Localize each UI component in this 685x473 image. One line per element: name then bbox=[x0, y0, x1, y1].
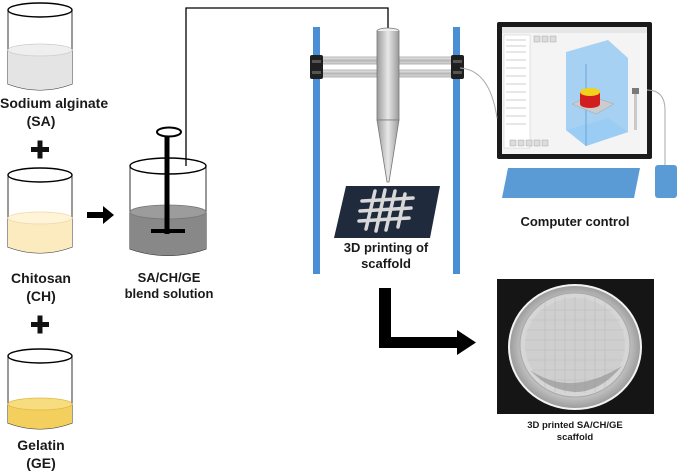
blend-solution-label: SA/CH/GE blend solution bbox=[118, 270, 220, 303]
computer-control-label: Computer control bbox=[505, 214, 645, 230]
chitosan-label: Chitosan (CH) bbox=[0, 270, 82, 305]
sodium-alginate-label: Sodium alginate (SA) bbox=[0, 95, 109, 130]
printer-right-post bbox=[453, 27, 460, 274]
plus-icon bbox=[31, 140, 49, 159]
tower-cable bbox=[646, 89, 666, 165]
print-bed bbox=[334, 186, 440, 238]
printer-cable bbox=[459, 67, 498, 119]
scaffold-photo bbox=[497, 279, 654, 414]
blend-label-line1: SA/CH/GE bbox=[137, 270, 201, 285]
printer-left-post bbox=[313, 27, 320, 274]
chitosan-name: Chitosan bbox=[11, 270, 71, 286]
chitosan-solution bbox=[8, 218, 72, 253]
computer bbox=[459, 22, 677, 198]
gelatin-abbr: (GE) bbox=[26, 454, 56, 471]
gelatin-name: Gelatin bbox=[17, 437, 65, 453]
feed-line bbox=[185, 7, 389, 166]
gelatin-solution bbox=[8, 404, 72, 429]
build-volume-viewport bbox=[566, 40, 639, 146]
sodium-alginate-name: Sodium alginate bbox=[0, 95, 109, 111]
gelatin-label: Gelatin (GE) bbox=[0, 437, 82, 472]
gelatin-beaker bbox=[7, 348, 73, 430]
sodium-alginate-solution bbox=[8, 50, 72, 90]
printed-scaffold-label: 3D printed SA/CH/GE scaffold bbox=[500, 420, 650, 444]
printing-label: 3D printing of scaffold bbox=[330, 240, 442, 273]
printing-label-line2: scaffold bbox=[361, 256, 411, 272]
3d-printer bbox=[310, 27, 464, 274]
sodium-alginate-beaker bbox=[7, 2, 73, 91]
printed-label-line2: scaffold bbox=[556, 431, 594, 443]
computer-control-text: Computer control bbox=[520, 214, 630, 229]
printing-label-line1: 3D printing of bbox=[343, 240, 429, 255]
stirrer bbox=[151, 126, 185, 234]
keyboard bbox=[502, 168, 640, 198]
blend-label-line2: blend solution bbox=[124, 286, 214, 302]
print-nozzle bbox=[376, 27, 400, 183]
printed-label-line1: 3D printed SA/CH/GE bbox=[527, 420, 623, 431]
right-arrow-icon bbox=[87, 206, 114, 224]
computer-tower bbox=[655, 165, 677, 198]
l-shaped-arrow bbox=[379, 288, 476, 355]
sodium-alginate-abbr: (SA) bbox=[26, 112, 56, 129]
chitosan-beaker bbox=[7, 167, 73, 254]
plus-icon bbox=[31, 315, 49, 334]
chitosan-abbr: (CH) bbox=[26, 287, 56, 304]
software-panel bbox=[503, 34, 531, 149]
